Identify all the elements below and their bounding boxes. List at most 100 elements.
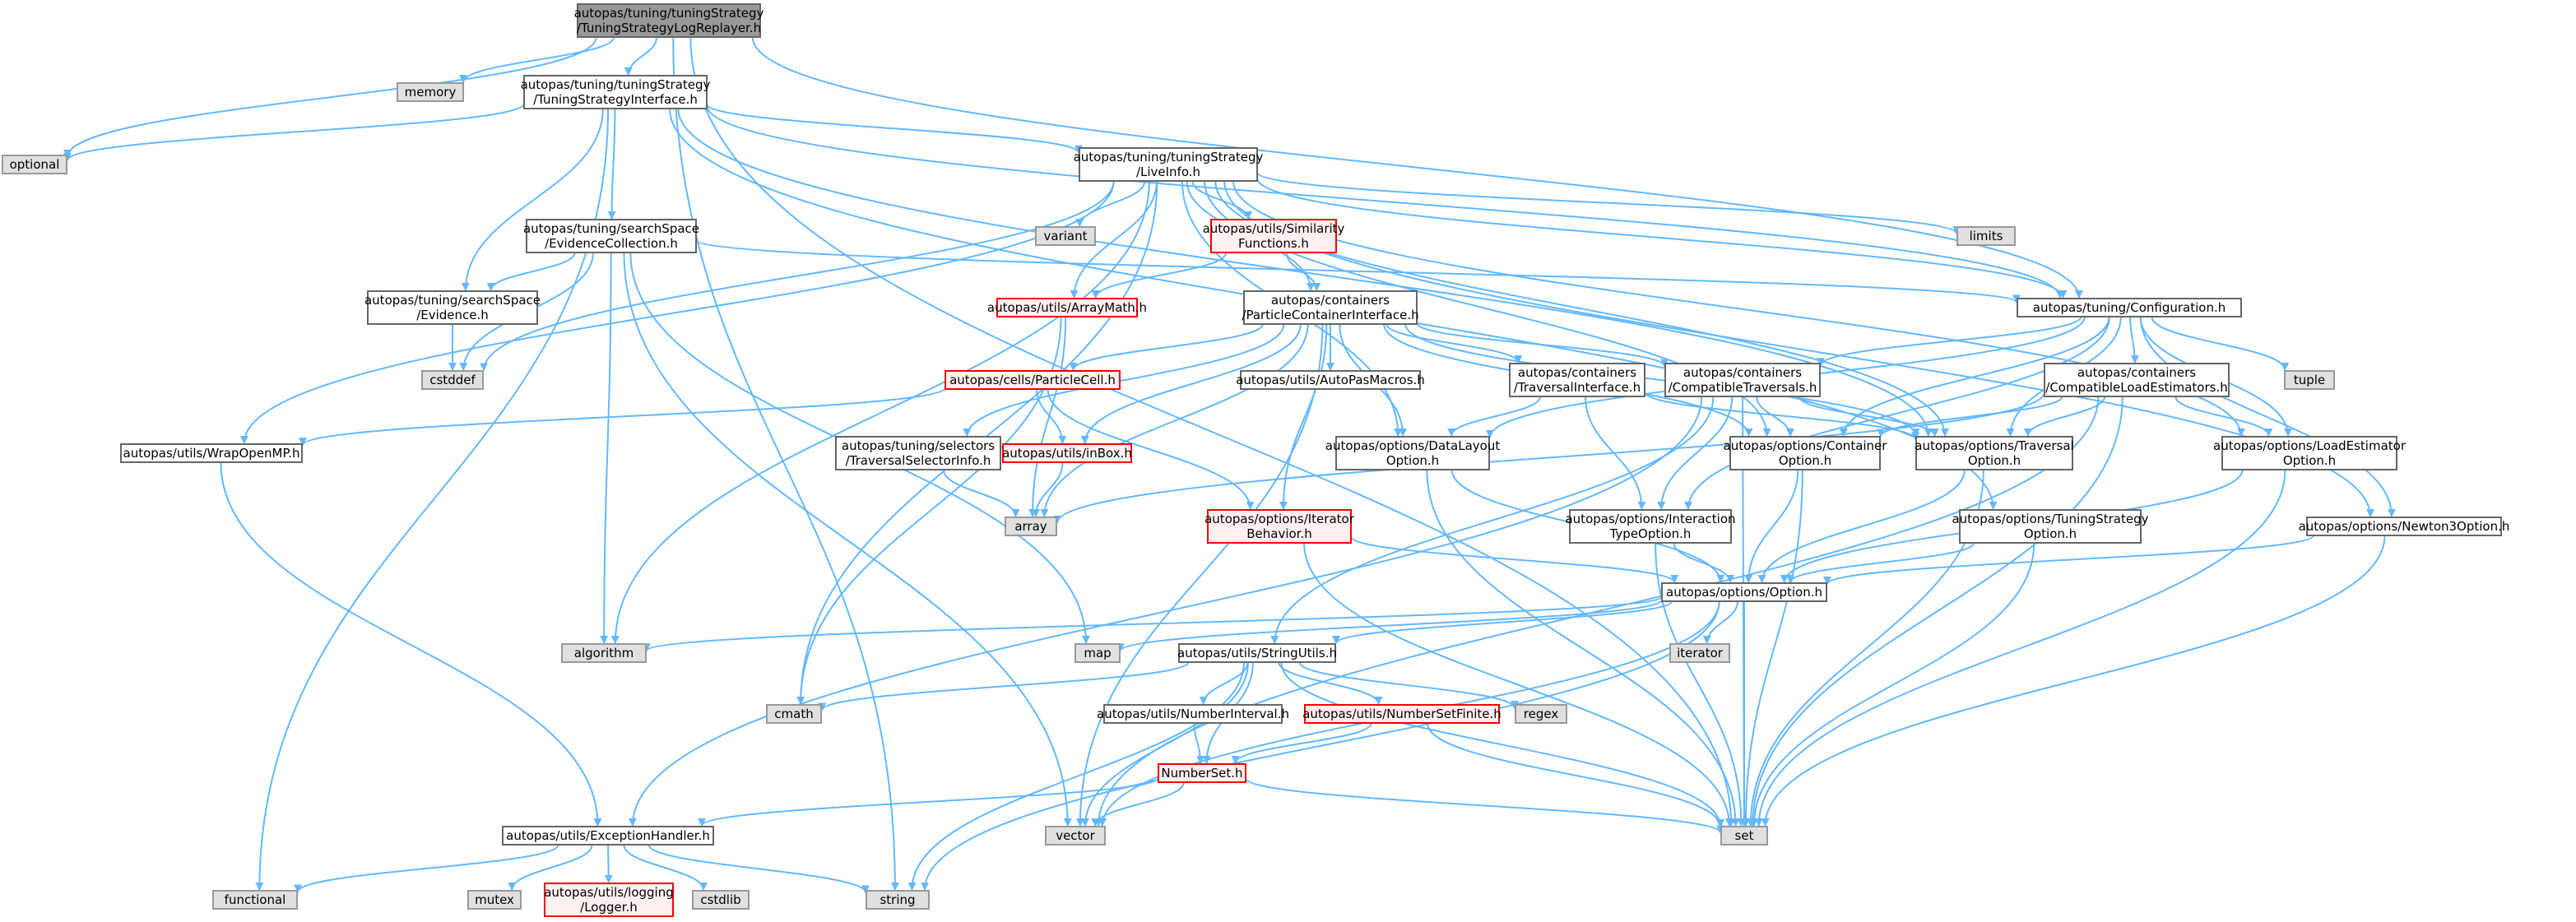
node-label-line: autopas/options/Interaction bbox=[1565, 512, 1735, 526]
node-evidence[interactable]: autopas/tuning/searchSpace/Evidence.h bbox=[364, 290, 541, 325]
node-string: string bbox=[866, 890, 930, 910]
edge-liveinfo-to-variant bbox=[1075, 180, 1146, 227]
node-macros[interactable]: autopas/utils/AutoPasMacros.h bbox=[1236, 370, 1425, 390]
node-box bbox=[1729, 436, 1881, 470]
node-comple[interactable]: autopas/containers/CompatibleLoadEstimat… bbox=[2044, 363, 2230, 397]
node-label-line: /TraversalInterface.h bbox=[1514, 380, 1641, 395]
node-tsi[interactable]: autopas/tuning/tuningStrategy/TuningStra… bbox=[521, 75, 711, 109]
edge-numset-to-vector bbox=[1091, 781, 1185, 827]
edge-comptrav-to-strutils bbox=[1270, 396, 1715, 644]
edge-simfunc-to-pci bbox=[1285, 252, 1321, 291]
node-label-line: autopas/containers bbox=[1271, 293, 1390, 308]
node-optional: optional bbox=[2, 155, 67, 174]
edge-liveinfo-to-algorithm bbox=[610, 180, 1150, 644]
node-box bbox=[866, 890, 930, 910]
edge-config-to-ito bbox=[1683, 316, 2110, 510]
edge-exh-to-string bbox=[647, 844, 870, 894]
edge-liveinfo-to-config bbox=[1256, 177, 2068, 299]
edge-tsi-to-optional bbox=[63, 103, 525, 162]
node-vector: vector bbox=[1045, 826, 1106, 846]
edge-iterb-to-set bbox=[1303, 542, 1734, 827]
node-label-line: /CompatibleTraversals.h bbox=[1669, 380, 1817, 395]
node-box bbox=[397, 82, 464, 102]
node-box bbox=[692, 890, 750, 910]
edge-root-to-string bbox=[672, 36, 899, 891]
node-label-line: Behavior.h bbox=[1246, 526, 1312, 541]
node-set: set bbox=[1720, 826, 1768, 846]
edge-option-to-iterator bbox=[1702, 600, 1738, 644]
edge-contopt-to-option bbox=[1744, 469, 1799, 583]
node-label-line: array bbox=[1014, 519, 1047, 534]
node-logger[interactable]: autopas/utils/logging/Logger.h bbox=[544, 883, 674, 917]
node-comptrav[interactable]: autopas/containers/CompatibleTraversals.… bbox=[1664, 363, 1821, 397]
node-inbox[interactable]: autopas/utils/inBox.h bbox=[1002, 443, 1132, 463]
node-cstddef: cstddef bbox=[421, 370, 484, 390]
node-box bbox=[2284, 370, 2335, 390]
edge-n3o-to-option bbox=[1823, 535, 2314, 585]
node-label-line: map bbox=[1084, 646, 1111, 660]
node-pci[interactable]: autopas/containers/ParticleContainerInte… bbox=[1242, 290, 1419, 325]
edge-travopt-to-set bbox=[1746, 469, 1984, 827]
node-label-line: autopas/tuning/Configuration.h bbox=[2033, 300, 2226, 315]
node-root[interactable]: autopas/tuning/tuningStrategy/TuningStra… bbox=[574, 3, 764, 38]
node-evcoll[interactable]: autopas/tuning/searchSpace/EvidenceColle… bbox=[523, 219, 699, 253]
node-nsf[interactable]: autopas/utils/NumberSetFinite.h bbox=[1302, 704, 1502, 724]
node-numset[interactable]: NumberSet.h bbox=[1158, 763, 1246, 783]
node-label-line: /ParticleContainerInterface.h bbox=[1242, 308, 1418, 322]
edge-comple-to-set bbox=[1748, 396, 2123, 827]
node-box bbox=[1515, 704, 1567, 724]
node-label-line: TypeOption.h bbox=[1609, 526, 1692, 541]
node-label-line: autopas/options/LoadEstimator bbox=[2213, 438, 2407, 453]
edge-root-to-config bbox=[751, 36, 2083, 299]
node-pcell[interactable]: autopas/cells/ParticleCell.h bbox=[945, 370, 1121, 390]
node-strutils[interactable]: autopas/utils/StringUtils.h bbox=[1177, 643, 1337, 663]
node-label-line: string bbox=[880, 892, 915, 907]
edge-tso-to-option bbox=[1785, 542, 1975, 583]
node-label-line: algorithm bbox=[574, 646, 634, 660]
edge-wrapomp-to-exh bbox=[220, 461, 602, 827]
node-box bbox=[1304, 704, 1500, 724]
node-label-line: regex bbox=[1524, 707, 1559, 721]
node-wrapomp[interactable]: autopas/utils/WrapOpenMP.h bbox=[120, 443, 303, 463]
node-config[interactable]: autopas/tuning/Configuration.h bbox=[2017, 298, 2242, 317]
node-exh[interactable]: autopas/utils/ExceptionHandler.h bbox=[502, 826, 714, 846]
node-label-line: functional bbox=[225, 892, 286, 907]
edge-simfunc-to-arraymath bbox=[1091, 252, 1228, 299]
node-liveinfo[interactable]: autopas/tuning/tuningStrategy/LiveInfo.h bbox=[1074, 147, 1264, 182]
edge-tsel-to-array bbox=[942, 469, 1020, 517]
node-label-line: cstddef bbox=[429, 373, 476, 387]
node-label-line: /TuningStrategyInterface.h bbox=[533, 92, 698, 107]
edge-exh-to-logger bbox=[604, 844, 613, 883]
node-label-line: vector bbox=[1056, 828, 1095, 843]
edge-strutils-to-cmath bbox=[818, 661, 1190, 711]
node-label-line: autopas/utils/NumberSetFinite.h bbox=[1302, 707, 1502, 721]
node-label-line: variant bbox=[1044, 229, 1088, 243]
edge-exh-to-cstdlib bbox=[623, 844, 708, 891]
edge-config-to-n3o bbox=[2139, 316, 2396, 517]
edge-evcoll-to-vector bbox=[623, 252, 1072, 827]
edge-config-to-tuple bbox=[2151, 316, 2290, 371]
node-box bbox=[2221, 436, 2397, 470]
node-box bbox=[1002, 443, 1132, 463]
node-tsel[interactable]: autopas/tuning/selectors/TraversalSelect… bbox=[835, 436, 1001, 470]
edge-liveinfo-to-simfunc bbox=[1191, 180, 1253, 220]
node-numint[interactable]: autopas/utils/NumberInterval.h bbox=[1097, 704, 1289, 724]
edge-pcell-to-iterb bbox=[1047, 388, 1255, 510]
node-option[interactable]: autopas/options/Option.h bbox=[1661, 582, 1827, 602]
node-travif[interactable]: autopas/containers/TraversalInterface.h bbox=[1509, 363, 1645, 397]
edge-evcoll-to-evidence bbox=[486, 252, 576, 291]
edge-numint-to-numset bbox=[1193, 722, 1205, 764]
node-arraymath[interactable]: autopas/utils/ArrayMath.h bbox=[987, 298, 1147, 317]
node-label-line: autopas/utils/WrapOpenMP.h bbox=[123, 446, 300, 461]
node-label-line: /EvidenceCollection.h bbox=[545, 236, 678, 251]
node-n3o[interactable]: autopas/options/Newton3Option.h bbox=[2299, 517, 2510, 536]
node-label-line: set bbox=[1735, 828, 1754, 843]
